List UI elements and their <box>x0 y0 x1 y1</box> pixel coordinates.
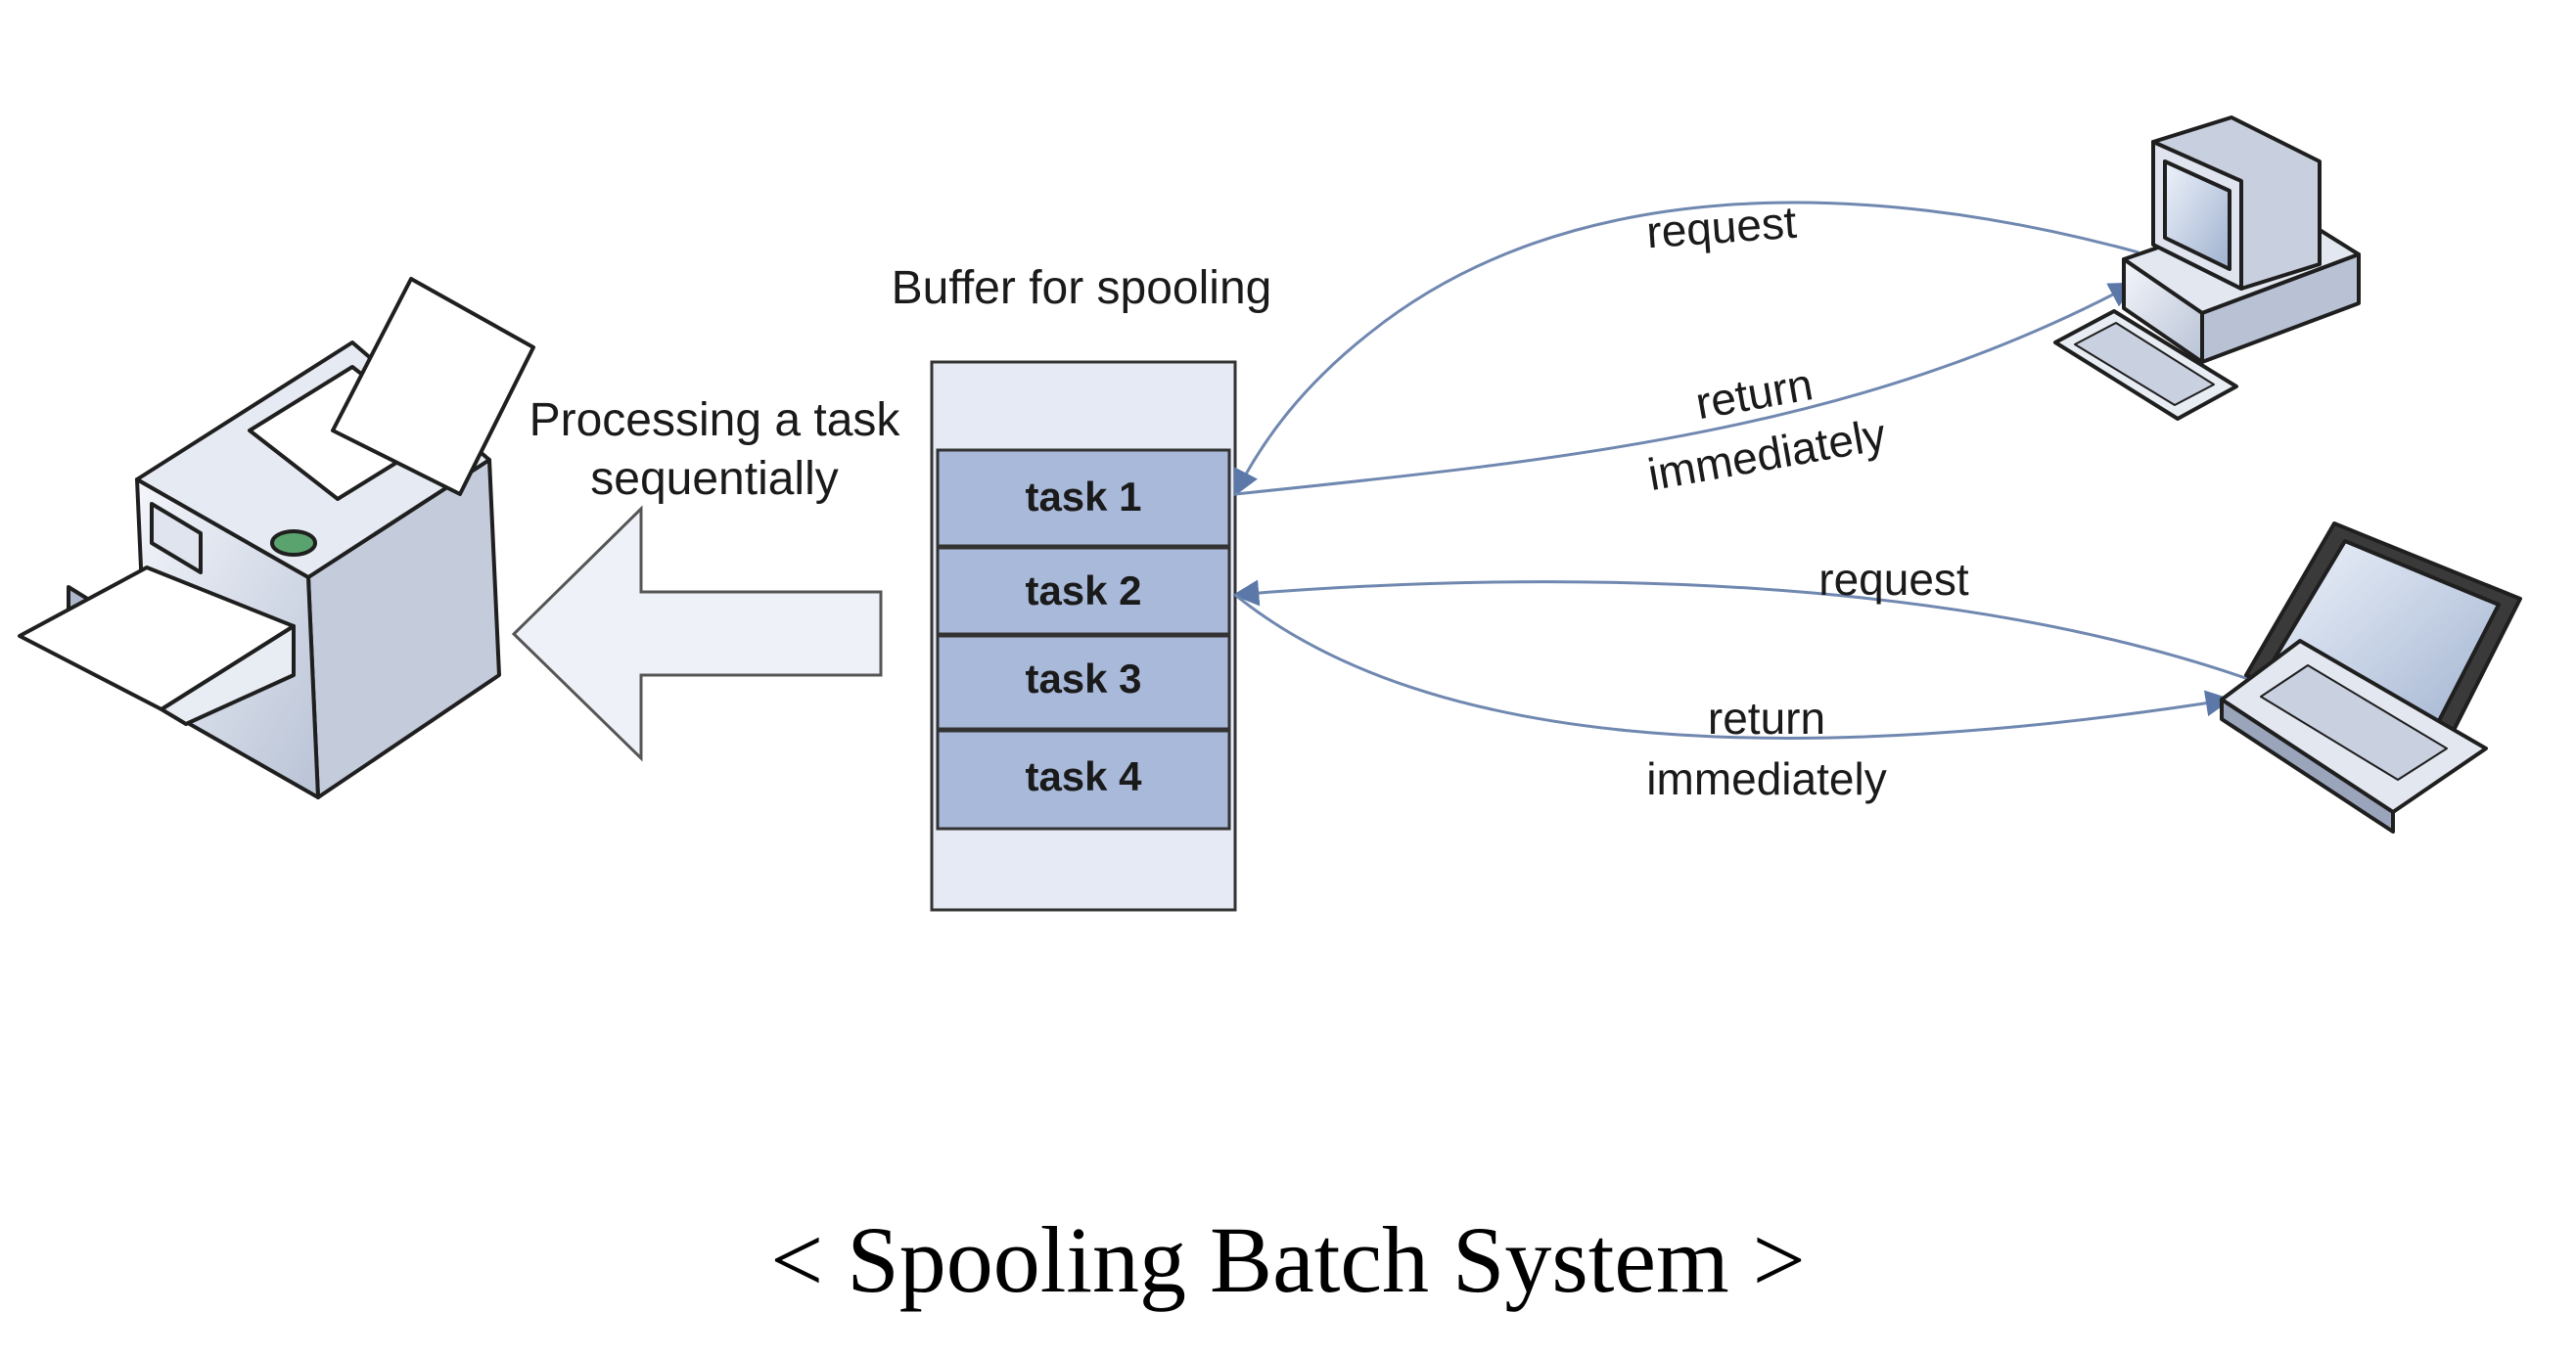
processing-arrow <box>511 505 883 762</box>
task-4-label: task 4 <box>1025 753 1142 799</box>
task-slot: task 1 <box>936 448 1231 548</box>
task-slot: task 3 <box>936 634 1231 731</box>
task-slot: task 4 <box>936 729 1231 831</box>
desktop-return-label-line2: immediately <box>1644 408 1890 500</box>
laptop-return-label-line2: immediately <box>1646 753 1886 804</box>
task-slot: task 2 <box>936 546 1231 636</box>
desktop-computer-icon <box>2053 115 2361 421</box>
laptop-return-arrow <box>1234 593 2232 740</box>
task-1-label: task 1 <box>1025 474 1141 520</box>
buffer-title: Buffer for spooling <box>892 262 1272 314</box>
desktop-return-label-line1: return <box>1692 358 1817 429</box>
processing-label-line2: sequentially <box>590 453 839 505</box>
task-3-label: task 3 <box>1025 656 1141 702</box>
spool-buffer: task 1 task 2 task 3 task 4 <box>930 360 1237 912</box>
desktop-return-arrow <box>1234 282 2137 496</box>
desktop-request-arrow <box>1233 201 2139 497</box>
desktop-request-label: request <box>1645 197 1799 258</box>
processing-label-line1: Processing a task <box>529 394 901 446</box>
diagram-caption: < Spooling Batch System > <box>770 1207 1806 1312</box>
laptop-return-label-line1: return <box>1708 693 1825 744</box>
task-2-label: task 2 <box>1025 567 1141 613</box>
laptop-request-label: request <box>1818 554 1969 605</box>
laptop-icon <box>2220 521 2522 834</box>
printer-icon <box>18 277 535 799</box>
laptop-request-arrow <box>1232 579 2252 682</box>
